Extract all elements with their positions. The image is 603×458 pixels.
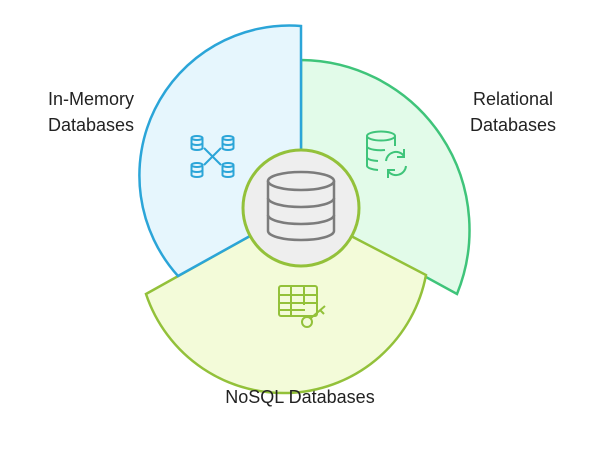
relational-label-line-1: Relational [472, 89, 554, 109]
table-key-icon [278, 285, 326, 328]
relational-label: Relational Databases [448, 86, 578, 138]
nosql-label: NoSQL Databases [180, 384, 420, 410]
nosql-label-line-1: NoSQL Databases [225, 387, 375, 407]
in-memory-label-line-1: In-Memory [47, 89, 134, 109]
database-icon [266, 170, 336, 242]
in-memory-label-line-2: Databases [47, 115, 135, 135]
in-memory-label: In-Memory Databases [26, 86, 156, 138]
relational-label-line-2: Databases [469, 115, 557, 135]
database-network-icon [190, 135, 235, 178]
database-sync-icon [366, 130, 407, 178]
